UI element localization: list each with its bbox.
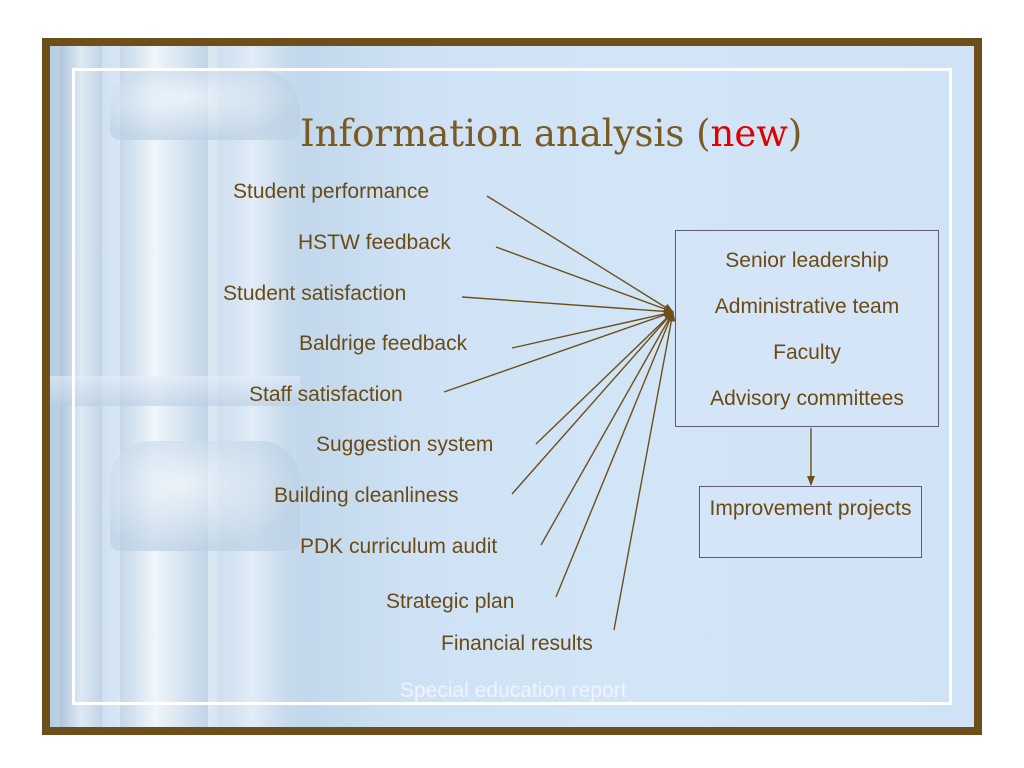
input-label: Baldrige feedback <box>299 332 468 355</box>
background-capital <box>110 441 300 551</box>
input-label: Student satisfaction <box>223 282 407 305</box>
inner-border <box>72 68 952 705</box>
background-frieze <box>50 376 300 406</box>
input-label: Staff satisfaction <box>249 383 403 406</box>
title-text: Information analysis ( <box>300 112 711 155</box>
recipients-box: Senior leadership Administrative team Fa… <box>675 230 939 427</box>
connector-arrow <box>540 311 674 546</box>
connector-arrow <box>511 311 674 495</box>
footer-label: Special education report <box>400 679 627 702</box>
input-label: HSTW feedback <box>298 231 451 254</box>
connector-arrow <box>511 310 674 349</box>
recipient-item: Senior leadership <box>725 249 889 272</box>
outcome-box: Improvement projects <box>699 486 922 558</box>
input-label: Strategic plan <box>386 590 515 613</box>
connector-arrow <box>495 246 674 313</box>
connector-arrow <box>461 296 674 316</box>
connector-arrow <box>443 311 674 393</box>
title-accent: new <box>710 112 788 155</box>
input-label: Student performance <box>233 180 430 203</box>
recipient-item: Faculty <box>773 341 841 364</box>
slide-frame <box>42 38 982 735</box>
input-label: PDK curriculum audit <box>300 535 498 558</box>
outcome-label: Improvement projects <box>709 497 912 520</box>
title-end: ) <box>787 112 803 155</box>
background-capital <box>110 70 300 140</box>
input-label: Building cleanliness <box>274 484 459 507</box>
connector-arrow <box>555 311 674 598</box>
input-label: Suggestion system <box>316 433 494 456</box>
slide-title: Information analysis (new) <box>300 112 860 155</box>
recipient-item: Advisory committees <box>710 387 904 410</box>
recipient-item: Administrative team <box>714 295 900 318</box>
input-label: Financial results <box>441 632 593 655</box>
connector-arrow <box>535 311 674 445</box>
connector-arrow <box>486 195 674 313</box>
connector-arrow <box>613 311 676 631</box>
